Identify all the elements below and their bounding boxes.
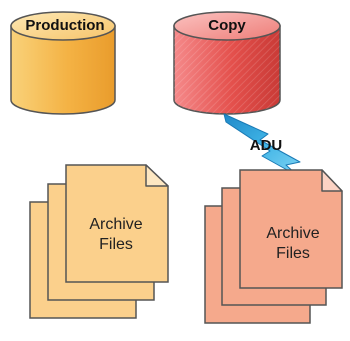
production-archive-files-icon: Archive Files bbox=[29, 164, 169, 319]
adu-label: ADU bbox=[250, 137, 283, 154]
copy-database-label: Copy bbox=[208, 17, 246, 34]
copy-archive-files-icon: Archive Files bbox=[204, 169, 343, 324]
copy-archive-label-line1: Archive bbox=[266, 225, 319, 242]
production-archive-label-line1: Archive bbox=[89, 216, 142, 233]
production-database-icon: Production bbox=[10, 11, 116, 115]
adu-transfer-icon: ADU bbox=[223, 113, 301, 177]
production-archive-label-line2: Files bbox=[99, 236, 133, 253]
copy-archive-label-line2: Files bbox=[276, 245, 310, 262]
copy-database-icon: Copy bbox=[173, 11, 281, 115]
production-database-label: Production bbox=[25, 17, 104, 34]
